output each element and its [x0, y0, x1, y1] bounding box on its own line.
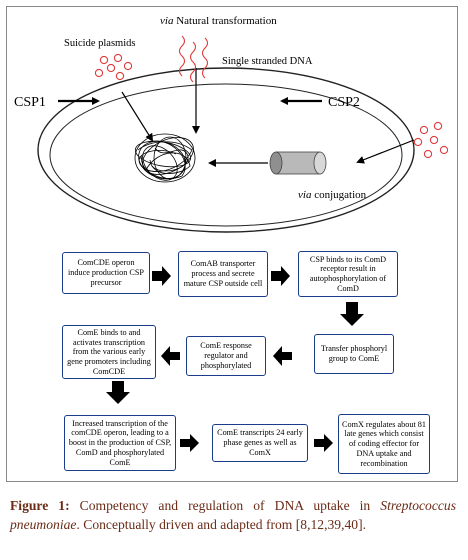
- flow-box-comcde-operon: ComCDE operon induce production CSP prec…: [62, 252, 150, 294]
- conjugative-plasmid-circles: [413, 121, 449, 159]
- suicide-plasmids-label: Suicide plasmids: [64, 38, 135, 49]
- conjugation-pilus-icon: [269, 151, 327, 175]
- flow-arrow-4-to-5: [273, 346, 292, 366]
- csp1-label: CSP1: [14, 95, 46, 110]
- conjugation-label: via conjugation: [298, 189, 367, 201]
- diagram-canvas: via Natural transformation Suicide plasm…: [14, 15, 449, 452]
- csp2-label: CSP2: [328, 95, 360, 110]
- figure-label: Figure 1:: [10, 498, 70, 513]
- natural-transformation-label: via Natural transformation: [160, 15, 277, 27]
- cell-outer-membrane: [37, 67, 415, 233]
- arrow-external-plasmids: [356, 139, 415, 164]
- flow-arrow-7-to-8: [180, 434, 199, 452]
- flow-arrow-2-to-3: [271, 266, 290, 286]
- flow-arrow-8-to-9: [314, 434, 333, 452]
- single-stranded-dna-label: Single stranded DNA: [222, 56, 313, 67]
- flow-box-come-response-regulator: ComE response regulator and phosphorylat…: [186, 336, 266, 376]
- flow-arrows: [106, 266, 364, 452]
- arrow-suicide-plasmids: [121, 91, 154, 142]
- chromosome-dna-tangle: [134, 133, 196, 183]
- caption-text-2: . Conceptually driven and adapted from […: [76, 517, 366, 532]
- flow-arrow-6-to-7: [106, 381, 130, 404]
- suicide-plasmid-circles: [94, 53, 133, 81]
- flow-box-come-binds: ComE binds to and activates transcriptio…: [62, 325, 156, 379]
- flow-arrow-1-to-2: [152, 266, 171, 286]
- figure-caption: Figure 1: Competency and regulation of D…: [10, 496, 456, 534]
- flow-box-comab-transporter: ComAB transporter process and secrete ma…: [178, 251, 268, 297]
- caption-text-1: Competency and regulation of DNA uptake …: [69, 498, 381, 513]
- flow-box-come-transcripts: ComE transcripts 24 early phase genes as…: [212, 424, 308, 462]
- flow-box-csp-binds-comd: CSP binds to its ComD receptor result in…: [298, 251, 398, 297]
- flow-box-increased-transcription: Increased transcription of the comCDE op…: [64, 415, 176, 471]
- figure-frame: [6, 6, 458, 482]
- flow-box-transfer-phosphoryl: Transfer phosphoryl group to ComE: [314, 334, 394, 374]
- flow-arrow-5-to-6: [161, 346, 180, 366]
- flow-box-comx-regulates: ComX regulates about 81 late genes which…: [338, 414, 430, 474]
- flow-arrow-3-to-4: [340, 302, 364, 326]
- caption-species: Streptococcus pneumoniae: [10, 498, 457, 532]
- single-stranded-dna-icon: [178, 35, 209, 83]
- cell-inner-membrane: [49, 83, 403, 227]
